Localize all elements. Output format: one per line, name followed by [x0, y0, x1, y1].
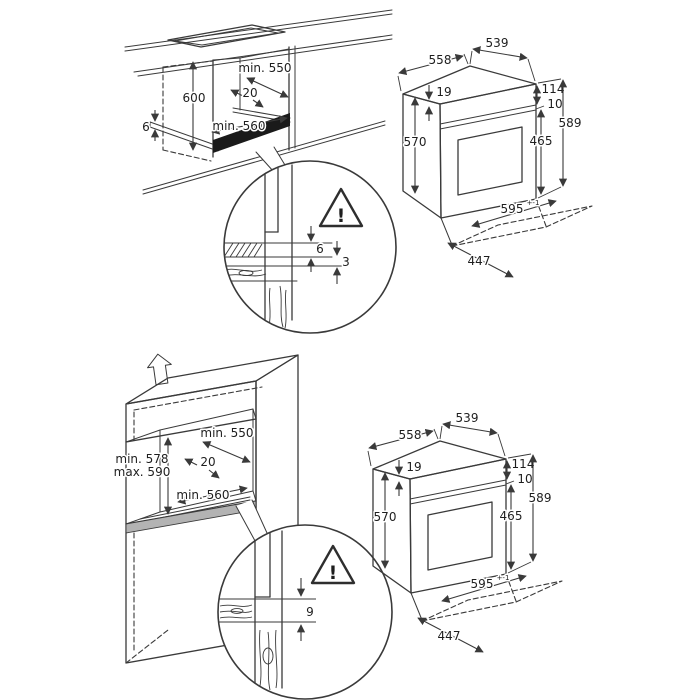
niche-height-min-label: min. 578 — [115, 452, 168, 466]
top-gap-label: 19 — [436, 85, 451, 99]
total-height-label: 589 — [529, 491, 552, 505]
warning-exclamation: ! — [337, 205, 346, 227]
warning-triangle-icon: ! — [310, 544, 356, 585]
top-depth-label: 558 — [399, 428, 422, 442]
oven-door-window — [427, 501, 493, 571]
body-height-label: 570 — [374, 510, 397, 524]
bottom-niche-dimensions: min. 550 20 min. 560 min. 578 max. 590 — [112, 425, 255, 515]
total-height-label: 589 — [559, 116, 582, 130]
niche-depth-label: min. 550 — [238, 61, 291, 75]
door-height-label: 465 — [530, 134, 553, 148]
rail-thickness-label: 6 — [142, 120, 150, 134]
warning-exclamation: ! — [329, 562, 338, 584]
door-height-label: 465 — [500, 509, 523, 523]
back-width-label: 539 — [456, 411, 479, 425]
warning-triangle-icon: ! — [318, 187, 364, 228]
back-width-label: 539 — [486, 36, 509, 50]
panel-height-label: 114 — [542, 82, 565, 96]
oven-footprint — [451, 205, 593, 247]
front-width-label: 595 — [501, 202, 524, 216]
base-depth-label: 447 — [438, 629, 461, 643]
top-depth-label: 558 — [429, 53, 452, 67]
niche-depth-label: min. 550 — [200, 426, 253, 440]
bottom-oven-dimensions: 570 19 114 10 589 465 539 558 595 +-1 — [367, 410, 553, 653]
body-height-label: 570 — [404, 135, 427, 149]
front-width-tolerance: +-1 — [527, 199, 540, 207]
bottom-oven-diagram: 570 19 114 10 589 465 539 558 595 +-1 — [367, 410, 563, 653]
hob-cutout — [167, 24, 286, 48]
top-oven-dimensions: 570 19 114 10 589 465 539 558 595 +-1 — [397, 35, 583, 278]
oven-footprint — [421, 580, 563, 622]
top-detail-circle: 6 3 ! — [223, 160, 397, 334]
top-installation-diagram: 600 min. 550 20 min. 560 6 — [124, 9, 397, 334]
bottom-detail-circle: 9 ! — [217, 524, 393, 700]
niche-width-label: min. 560 — [212, 119, 265, 133]
panel-gap-label: 10 — [517, 472, 532, 486]
cabinet-panel-section — [254, 530, 283, 691]
front-width-label: 595 — [471, 577, 494, 591]
panel-gap-label: 10 — [547, 97, 562, 111]
niche-height-label: 600 — [183, 91, 206, 105]
top-niche-dimensions: 600 min. 550 20 min. 560 6 — [141, 60, 293, 151]
rail-offset-label: 20 — [242, 86, 257, 100]
worktop-hatching — [224, 242, 263, 258]
shelf-thickness-label: 9 — [306, 605, 314, 619]
niche-width-label: min. 560 — [176, 488, 229, 502]
rail-offset-label: 20 — [200, 455, 215, 469]
panel-height-label: 114 — [512, 457, 535, 471]
front-width-tolerance: +-1 — [497, 574, 510, 582]
bottom-installation-diagram: min. 550 20 min. 560 min. 578 max. 590 — [112, 353, 393, 700]
oven-door-window — [457, 126, 523, 196]
lift-arrow-icon — [147, 353, 172, 386]
top-oven-diagram: 570 19 114 10 589 465 539 558 595 +-1 — [397, 35, 593, 278]
gap-label: 3 — [342, 255, 350, 269]
base-depth-label: 447 — [468, 254, 491, 268]
top-gap-label: 19 — [406, 460, 421, 474]
flange-thickness-label: 6 — [316, 242, 324, 256]
niche-height-max-label: max. 590 — [114, 465, 171, 479]
oven-left-side — [402, 93, 442, 219]
